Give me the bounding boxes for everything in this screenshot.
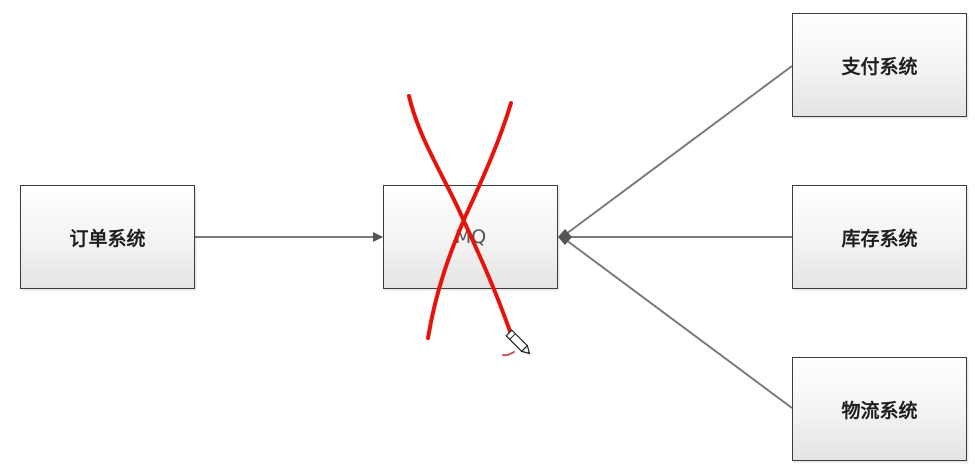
connector-logistics-to-mq xyxy=(561,236,793,409)
cross-stroke-1 xyxy=(407,94,514,339)
junction-diamond xyxy=(558,229,572,245)
node-payment-label: 支付系统 xyxy=(841,55,918,78)
connector-payment-to-mq xyxy=(561,65,793,238)
node-payment-system[interactable]: 支付系统 xyxy=(792,13,967,117)
node-order-system[interactable]: 订单系统 xyxy=(20,185,195,289)
node-logistics-system[interactable]: 物流系统 xyxy=(792,357,967,461)
cross-stroke-2 xyxy=(426,101,513,340)
node-inventory-system[interactable]: 库存系统 xyxy=(792,185,967,289)
stray-pen-mark xyxy=(502,351,515,357)
node-order-label: 订单系统 xyxy=(69,227,146,250)
node-logistics-label: 物流系统 xyxy=(841,399,918,422)
pencil-icon xyxy=(505,329,531,355)
node-inventory-label: 库存系统 xyxy=(841,227,918,250)
